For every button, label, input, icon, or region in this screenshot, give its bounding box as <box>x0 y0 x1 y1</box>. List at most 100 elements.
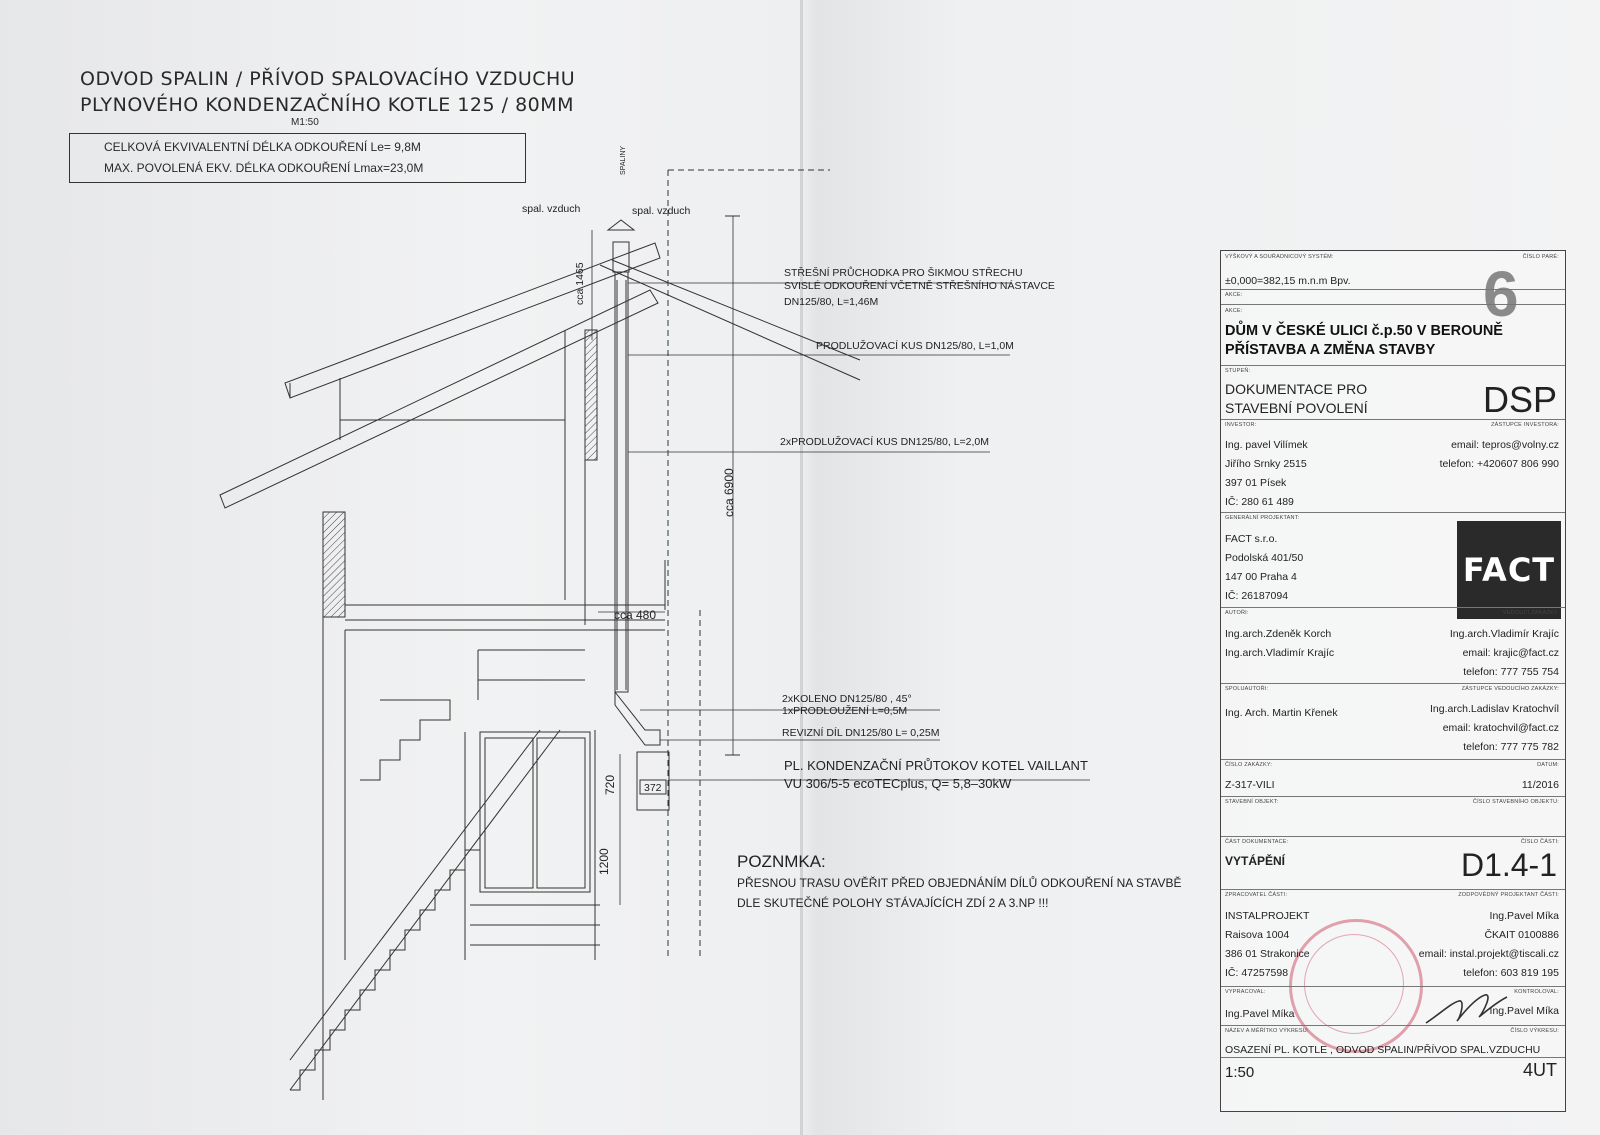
lead-rep-name: Ing.arch.Ladislav Kratochvíl <box>1430 703 1559 715</box>
general-city: 147 00 Praha 4 <box>1225 571 1297 583</box>
cap-checked: KONTROLOVAL: <box>1514 989 1559 995</box>
cap-stage: STUPEŇ: <box>1225 368 1251 374</box>
air-label-left: spal. vzduch <box>522 203 581 215</box>
cap-investor: INVESTOR: <box>1225 422 1257 428</box>
drawing-number: 4UT <box>1522 1060 1557 1080</box>
cap-name: NÁZEV A MĚŘÍTKO VÝKRESU: <box>1225 1028 1309 1034</box>
cap-page-no: ČÍSLO PARÉ: <box>1522 254 1559 260</box>
cap-investor-rep: ZÁSTUPCE INVESTORA: <box>1491 422 1559 428</box>
responsible-ckait: ČKAIT 0100886 <box>1484 929 1559 941</box>
stage-line2: STAVEBNÍ POVOLENÍ <box>1225 400 1368 416</box>
author-2: Ing.arch.Vladimír Krajíc <box>1225 647 1335 659</box>
flue-label: SPALINY <box>620 145 627 175</box>
lead-email: email: krajic@fact.cz <box>1462 647 1559 659</box>
cap-date: DATUM: <box>1537 762 1559 768</box>
processor-street: Raisova 1004 <box>1225 929 1290 941</box>
fact-logo: FACT <box>1457 521 1561 619</box>
general-id: IČ: 26187094 <box>1225 590 1289 602</box>
boiler-label-1: PL. KONDENZAČNÍ PRŮTOKOV KOTEL VAILLANT <box>784 758 1088 773</box>
dim-372: 372 <box>644 782 662 794</box>
dim-1200: 1200 <box>597 848 611 875</box>
note-heading: POZNMKA: <box>737 852 826 871</box>
cap-action2: AKCE: <box>1225 308 1243 314</box>
investor-phone: telefon: +420607 806 990 <box>1439 458 1559 470</box>
paper-fold <box>800 0 803 1135</box>
roof-passage-label-3: DN125/80, L=1,46M <box>784 296 879 308</box>
cap-order: ČÍSLO ZAKÁZKY: <box>1225 762 1273 768</box>
stage-code: DSP <box>1482 379 1557 420</box>
investor-street: Jiřího Srnky 2515 <box>1225 458 1307 470</box>
cap-lead-rep: ZÁSTUPCE VEDOUCÍHO ZAKÁZKY: <box>1461 686 1559 692</box>
title-block: VÝŠKOVÝ A SOUŘADNICOVÝ SYSTÉM: ČÍSLO PAR… <box>1220 250 1566 1112</box>
cap-drawing-no: ČÍSLO VÝKRESU: <box>1510 1028 1559 1034</box>
responsible-phone: telefon: 603 819 195 <box>1463 967 1559 979</box>
flue-pipe <box>614 271 629 693</box>
part-number: D1.4-1 <box>1460 847 1557 883</box>
general-name: FACT s.r.o. <box>1225 533 1278 545</box>
flue-terminal <box>612 241 630 273</box>
order-number: Z-317-VILI <box>1225 779 1275 791</box>
dim-480: cca 480 <box>614 608 657 622</box>
cap-processor: ZPRACOVATEL ČÁSTI: <box>1225 892 1288 898</box>
drawing-title-line2: PLYNOVÉHO KONDENZAČNÍHO KOTLE 125 / 80MM <box>80 94 575 116</box>
extension-label-2: 2xPRODLUŽOVACÍ KUS DN125/80, L=2,0M <box>780 436 990 448</box>
lead-rep-email: email: kratochvil@fact.cz <box>1442 722 1559 734</box>
cap-lead: VEDOUCÍ ZAKÁZKY: <box>1502 610 1559 616</box>
cap-object-no: ČÍSLO STAVEBNÍHO OBJEKTU: <box>1472 799 1559 805</box>
stage-line1: DOKUMENTACE PRO <box>1225 381 1368 397</box>
project-line2: PŘÍSTAVBA A ZMĚNA STAVBY <box>1225 342 1436 358</box>
flue-elbow <box>614 690 661 746</box>
boiler-label-2: VU 306/5-5 ecoTECplus, Q= 5,8–30kW <box>784 776 1012 791</box>
checked-by: Ing.Pavel Míka <box>1489 1005 1559 1017</box>
roof-lower <box>219 289 659 509</box>
processor-city: 386 01 Strakonice <box>1225 948 1310 960</box>
part-name: VYTÁPĚNÍ <box>1225 854 1286 868</box>
cap-object: STAVEBNÍ OBJEKT: <box>1225 799 1279 805</box>
cap-drawn: VYPRACOVAL: <box>1225 989 1266 995</box>
drawing-name: OSAZENÍ PL. KOTLE , ODVOD SPALIN/PŘÍVOD … <box>1225 1044 1541 1056</box>
drawing-scale: M1:50 <box>291 117 319 128</box>
date: 11/2016 <box>1521 779 1559 791</box>
lead-rep-phone: telefon: 777 775 782 <box>1463 741 1559 753</box>
summary-line1: CELKOVÁ EKVIVALENTNÍ DÉLKA ODKOUŘENÍ Le=… <box>104 140 421 154</box>
investor-city: 397 01 Písek <box>1225 477 1287 489</box>
note-line1: PŘESNOU TRASU OVĚŘIT PŘED OBJEDNÁNÍM DÍL… <box>737 876 1182 890</box>
cap-part-no: ČÍSLO ČÁSTI: <box>1520 839 1559 845</box>
investor-name: Ing. pavel Vilímek <box>1225 439 1308 451</box>
drawing-title-line1: ODVOD SPALIN / PŘÍVOD SPALOVACÍHO VZDUCH… <box>80 68 576 90</box>
chimney-wall <box>584 329 598 461</box>
cap-coauthors: SPOLUAUTOŘI: <box>1225 686 1269 692</box>
section-drawing <box>219 169 1090 1100</box>
responsible-name: Ing.Pavel Míka <box>1489 910 1559 922</box>
cap-height-system: VÝŠKOVÝ A SOUŘADNICOVÝ SYSTÉM: <box>1225 254 1334 260</box>
elbow-label-2: 1xPRODLOUŽENÍ L=0,5M <box>782 705 908 717</box>
note-line2: DLE SKUTEČNÉ POLOHY STÁVAJÍCÍCH ZDÍ 2 A … <box>737 896 1049 910</box>
page-number: 6 <box>1483 258 1519 330</box>
investor-id: IČ: 280 61 489 <box>1225 496 1294 508</box>
investor-email: email: tepros@volny.cz <box>1451 439 1559 451</box>
cap-authors: AUTOŘI: <box>1225 610 1249 616</box>
boiler <box>636 751 670 811</box>
dim-6900: cca 6900 <box>722 468 736 517</box>
revision-label: REVIZNÍ DÍL DN125/80 L= 0,25M <box>782 727 940 739</box>
cap-part: ČÁST DOKUMENTACE: <box>1225 839 1289 845</box>
roof-passage-label-2: SVISLÉ ODKOUŘENÍ VČETNĚ STŘEŠNÍHO NÁSTAV… <box>784 280 1055 292</box>
lead-name: Ing.arch.Vladimír Krajíc <box>1449 628 1559 640</box>
dim-1465: cca 1465 <box>574 262 586 305</box>
air-label-right: spal. vzduch <box>632 205 691 217</box>
coauthor: Ing. Arch. Martin Křenek <box>1225 707 1338 719</box>
lead-phone: telefon: 777 755 754 <box>1463 666 1559 678</box>
author-1: Ing.arch.Zdeněk Korch <box>1225 628 1332 640</box>
responsible-email: email: instal.projekt@tiscali.cz <box>1418 948 1559 960</box>
dim-720: 720 <box>603 774 617 795</box>
processor-id: IČ: 47257598 <box>1225 967 1289 979</box>
signature <box>1425 994 1508 1024</box>
cap-responsible: ZODPOVĚDNÝ PROJEKTANT ČÁSTI: <box>1458 892 1559 898</box>
summary-box: CELKOVÁ EKVIVALENTNÍ DÉLKA ODKOUŘENÍ Le=… <box>69 133 526 183</box>
drawing-scale-tb: 1:50 <box>1225 1064 1255 1081</box>
roof-passage-label-1: STŘEŠNÍ PRŮCHODKA PRO ŠIKMOU STŘECHU <box>784 267 1023 279</box>
general-street: Podolská 401/50 <box>1225 552 1304 564</box>
cap-action1: AKCE: <box>1225 292 1243 298</box>
height-system: ±0,000=382,15 m.n.m Bpv. <box>1225 275 1351 287</box>
cap-general: GENERÁLNÍ PROJEKTANT: <box>1225 515 1300 521</box>
